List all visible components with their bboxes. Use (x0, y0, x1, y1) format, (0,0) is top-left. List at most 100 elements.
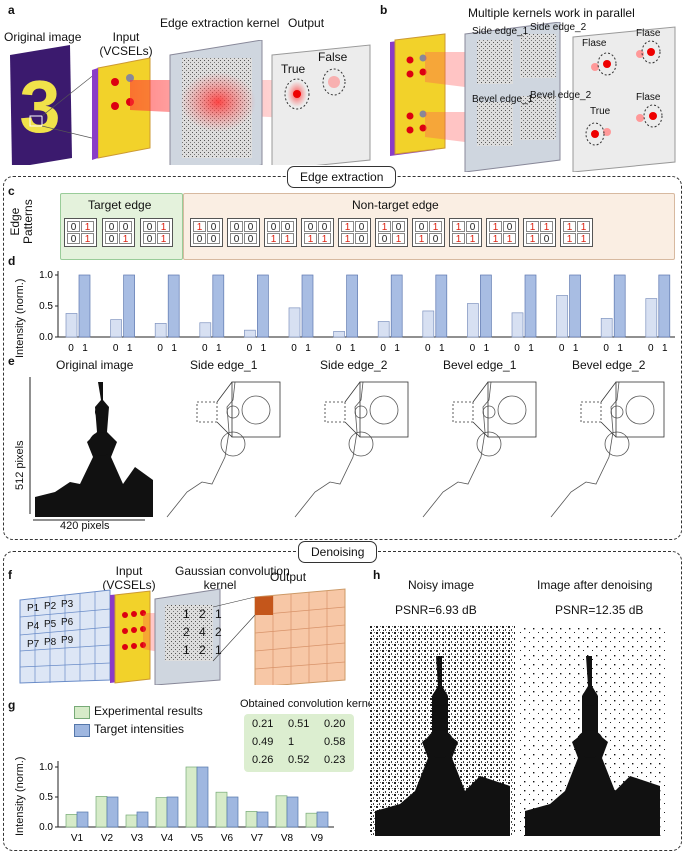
panel-letter-h: h (373, 568, 381, 582)
output-label: Output (288, 16, 325, 30)
output-b-4: Flase (636, 92, 661, 103)
pattern-cell: 1 (378, 221, 391, 233)
d-xtick-label: 0 (425, 343, 431, 354)
panel-a-illustration: 3 (10, 40, 371, 165)
legend-exp-swatch (74, 706, 90, 719)
pixel-label: P6 (61, 617, 74, 628)
pattern-cell: 0 (415, 221, 428, 233)
kernel-value: 1 (183, 607, 190, 621)
pattern-cell: 1 (119, 233, 132, 245)
d-bar-0 (199, 322, 212, 338)
d-bar-0 (65, 313, 78, 338)
pattern-cell: 1 (540, 221, 553, 233)
kernel-value: 1 (215, 643, 222, 657)
g-xtick-label: V8 (281, 833, 294, 844)
d-xtick-label: 1 (484, 343, 490, 354)
kernel-bevel-edge-2: Bevel edge_2 (530, 90, 592, 101)
d-bar-0 (467, 303, 479, 338)
obtained-kernel-value: 0.21 (252, 718, 274, 730)
f-output-label: Output (270, 570, 307, 584)
pattern-cell: 0 (304, 221, 317, 233)
d-bar-0 (645, 298, 658, 338)
output-b-1: Flase (582, 38, 607, 49)
pattern-cell: 0 (392, 221, 405, 233)
pattern-cell: 1 (563, 233, 576, 245)
edge-extraction-tag: Edge extraction (287, 166, 397, 188)
kernel-box (244, 714, 354, 772)
obtained-kernel-value: 0.26 (252, 754, 274, 766)
d-bar-0 (511, 312, 524, 338)
pattern-cell: 0 (244, 221, 257, 233)
pattern-cell: 1 (392, 233, 405, 245)
d-ytick-label: 1.0 (39, 270, 53, 281)
tower-bevel1 (422, 381, 537, 518)
kernel-value: 2 (215, 625, 222, 639)
g-xtick-label: V2 (101, 833, 114, 844)
pattern-cell: 0 (119, 221, 132, 233)
pixel-label: P3 (61, 599, 74, 610)
d-xtick-label: 0 (247, 343, 253, 354)
d-xtick-label: 1 (127, 343, 133, 354)
d-bar-1 (212, 274, 225, 338)
g-xtick-label: V6 (221, 833, 234, 844)
kernel-title: Obtained convolution kernel (240, 698, 377, 710)
kernel-value: 2 (183, 625, 190, 639)
width-label: 420 pixels (60, 520, 110, 532)
kernel-value: 4 (199, 625, 206, 639)
true-label: True (281, 62, 306, 76)
d-xtick-label: 0 (470, 343, 476, 354)
g-ytick-label: 0.0 (39, 822, 53, 833)
pixel-label: P5 (44, 619, 57, 630)
d-xtick-label: 1 (617, 343, 623, 354)
pattern-cell: 1 (452, 233, 465, 245)
pattern-cell: 0 (67, 221, 80, 233)
panel-letter-c: c (8, 184, 15, 198)
kernel-bevel-edge-1: Bevel edge_1 (472, 94, 534, 105)
pattern-cell: 0 (503, 221, 516, 233)
d-bar-1 (78, 274, 91, 338)
d-xtick-label: 1 (305, 343, 311, 354)
d-xtick-label: 1 (394, 343, 400, 354)
pixel-label: P7 (27, 639, 40, 650)
g-bar-exp (305, 812, 318, 828)
d-bar-1 (301, 274, 314, 338)
g-xtick-label: V5 (191, 833, 204, 844)
pattern-cell: 1 (503, 233, 516, 245)
g-bar-exp (125, 814, 138, 828)
pattern-cell: 0 (143, 221, 156, 233)
pattern-cell: 0 (429, 233, 442, 245)
d-bar-1 (524, 274, 537, 338)
d-xtick-label: 1 (528, 343, 534, 354)
g-xtick-label: V4 (161, 833, 174, 844)
d-bar-1 (123, 274, 135, 338)
d-bar-0 (110, 319, 122, 338)
g-bar-target (106, 796, 119, 828)
d-bar-1 (435, 274, 448, 338)
denoising-tag: Denoising (298, 541, 378, 563)
output-b-3: True (590, 106, 611, 117)
g-bar-exp (155, 797, 168, 828)
pattern-cell: 1 (489, 233, 502, 245)
pattern-cell: 0 (244, 233, 257, 245)
original-image-label: Original image (4, 30, 82, 44)
g-bar-exp (185, 766, 198, 828)
pattern-cell: 0 (105, 233, 118, 245)
false-label: False (318, 50, 348, 64)
output-b-2: Flase (636, 28, 661, 39)
g-bar-target (136, 811, 149, 828)
tower-original (35, 382, 153, 517)
g-bar-target (316, 811, 329, 828)
d-xtick-label: 0 (559, 343, 565, 354)
d-xtick-label: 1 (662, 343, 668, 354)
non-target-edge-label: Non-target edge (352, 198, 439, 212)
d-bar-1 (658, 274, 671, 338)
pattern-cell: 0 (143, 233, 156, 245)
